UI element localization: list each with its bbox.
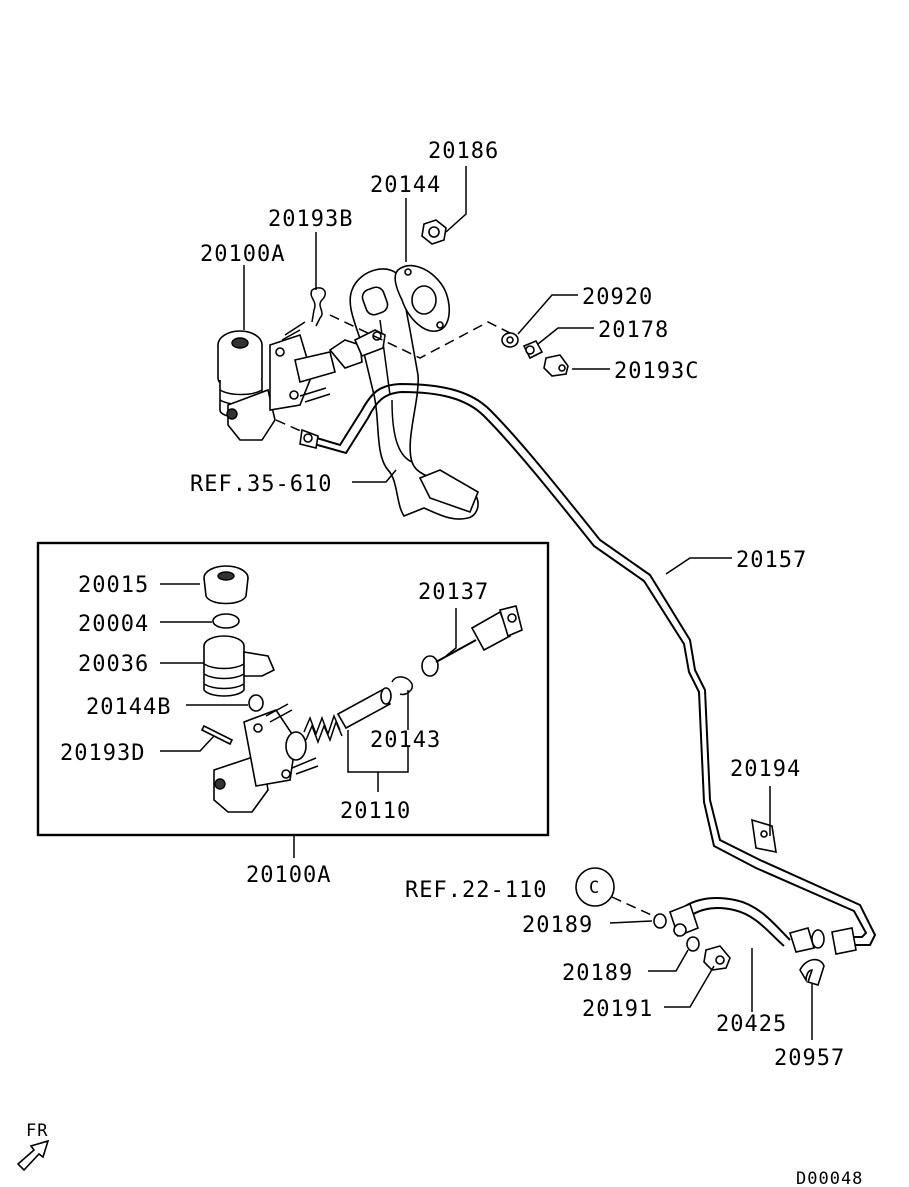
pin-20193D (200, 724, 234, 746)
dash-link-c (611, 896, 659, 919)
label-20137: 20137 (418, 580, 489, 605)
reference-circle (575, 867, 615, 907)
label-20178: 20178 (598, 318, 669, 343)
label-20957: 20957 (774, 1046, 845, 1071)
label-20425: 20425 (716, 1012, 787, 1037)
snap-ring-20143 (391, 676, 414, 696)
bracket-20194 (751, 818, 777, 854)
label-20015: 20015 (78, 573, 149, 598)
label-20100A-top: 20100A (200, 242, 285, 267)
exploded-view-box (36, 541, 550, 837)
label-20920: 20920 (582, 285, 653, 310)
label-20189-b: 20189 (562, 961, 633, 986)
clip-20957 (799, 958, 825, 986)
dash-link-pedal (329, 314, 513, 359)
diagram-code: D00048 (796, 1169, 863, 1187)
washer-20189-b (686, 936, 700, 952)
gasket-20144 (394, 264, 451, 332)
clip-20193B (310, 287, 326, 327)
bolt-20193C (543, 354, 569, 377)
label-20100A-bottom: 20100A (246, 863, 331, 888)
label-20110: 20110 (340, 799, 411, 824)
label-20193C: 20193C (614, 359, 699, 384)
pedal-arm (349, 268, 479, 520)
label-20189-a: 20189 (522, 913, 593, 938)
label-fr: FR (26, 1121, 48, 1141)
leader-lines (160, 166, 813, 1040)
label-circle-c: C (589, 878, 600, 898)
reservoir-cap-20015 (203, 565, 249, 605)
label-20144: 20144 (370, 173, 441, 198)
push-rod-20137 (421, 605, 523, 677)
label-20193B: 20193B (268, 207, 353, 232)
cylinder-body (213, 703, 319, 813)
label-20143: 20143 (370, 728, 441, 753)
front-arrow-icon (16, 1139, 50, 1172)
seal-20144B (248, 694, 264, 712)
bushing-20178 (522, 339, 544, 360)
clutch-pipe-20157 (299, 382, 877, 955)
reservoir-20036 (203, 635, 276, 697)
hose-20425 (669, 897, 825, 953)
label-20193D: 20193D (60, 741, 145, 766)
master-cylinder-top (217, 321, 386, 441)
label-20157: 20157 (736, 548, 807, 573)
label-ref-22-110: REF.22-110 (405, 878, 547, 903)
label-20186: 20186 (428, 139, 499, 164)
label-20036: 20036 (78, 652, 149, 677)
bushing-20920 (501, 332, 519, 348)
bolt-20191 (703, 945, 731, 971)
label-20144B: 20144B (86, 695, 171, 720)
label-20191: 20191 (582, 997, 653, 1022)
piston-spring-20110 (303, 687, 392, 745)
label-20004: 20004 (78, 612, 149, 637)
seal-20004 (212, 613, 240, 629)
washer-20189-a (653, 913, 667, 929)
nut-20186 (421, 219, 447, 245)
label-20194: 20194 (730, 757, 801, 782)
label-ref-35-610: REF.35-610 (190, 472, 332, 497)
